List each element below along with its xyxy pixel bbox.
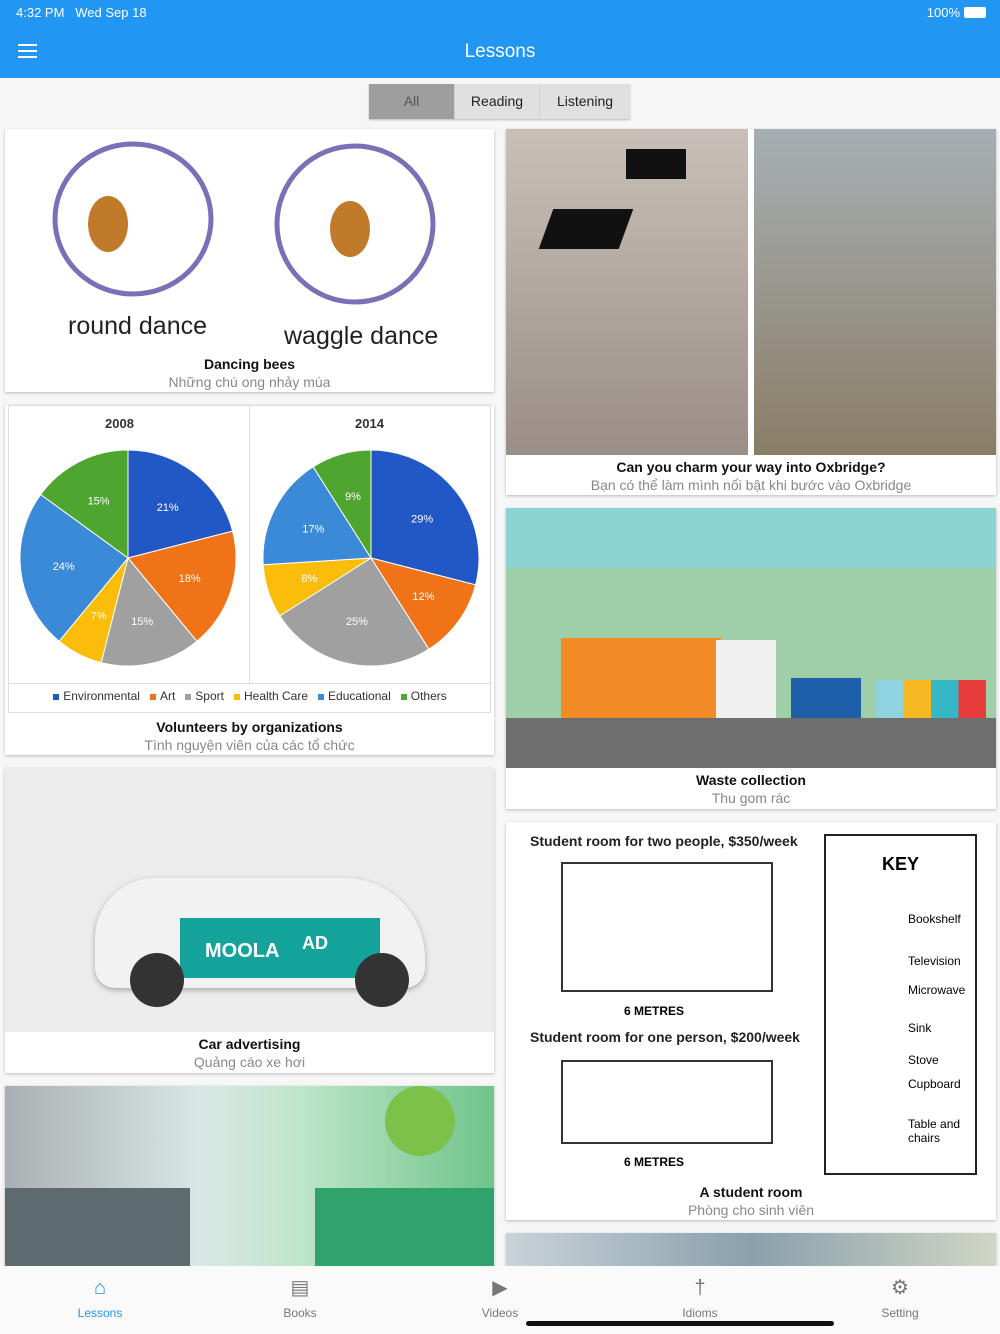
filter-segmented-control: All Reading Listening	[369, 84, 630, 119]
battery-icon	[964, 7, 986, 18]
room-heading-two: Student room for two people, $350/week	[530, 833, 798, 849]
legend-item: Art	[149, 689, 175, 703]
waggle-dance-label: waggle dance	[284, 322, 439, 350]
pie-slice-environmental	[370, 449, 480, 586]
lesson-card-student-room[interactable]: Student room for two people, $350/week 6…	[506, 822, 996, 1220]
chart-title-2008: 2008	[105, 416, 134, 431]
pie-data-label: 9%	[345, 491, 361, 503]
pie-data-label: 18%	[179, 573, 201, 585]
filter-all[interactable]: All	[369, 84, 455, 119]
tab-books[interactable]: ▤Books	[240, 1276, 360, 1320]
pie-data-label: 8%	[301, 573, 317, 585]
menu-icon[interactable]	[18, 44, 37, 58]
battery-level: 100%	[926, 5, 960, 20]
videos-icon: ▶	[492, 1277, 508, 1299]
pie-slice-sport	[279, 557, 430, 667]
chart-title-2014: 2014	[355, 416, 384, 431]
pie-data-label: 12%	[412, 591, 434, 603]
pie-data-label: 15%	[131, 616, 153, 628]
tab-lessons[interactable]: ⌂Lessons	[40, 1276, 160, 1320]
legend-item: Environmental	[53, 689, 140, 703]
pie-slice-educational	[19, 493, 129, 642]
pie-data-label: 21%	[157, 502, 179, 514]
legend-item: Others	[400, 689, 447, 703]
filter-listening[interactable]: Listening	[540, 84, 630, 119]
lesson-card-oxbridge[interactable]: Can you charm your way into Oxbridge?Bạn…	[506, 129, 996, 495]
oxbridge-image	[506, 129, 996, 455]
waste-image	[506, 508, 996, 768]
car-image: MOOLA AD	[5, 768, 494, 1032]
lesson-card-volunteers[interactable]: 2008 2014 21% 18% 15% 7% 24% 15% 29% 12% 25% 8% 17…	[5, 405, 494, 755]
metres-label: 6 METRES	[624, 1004, 685, 1018]
key-box: KEY Bookshelf Television Microwave Sink …	[824, 834, 977, 1175]
tab-videos[interactable]: ▶Videos	[440, 1276, 560, 1320]
lesson-card-environment[interactable]	[5, 1086, 494, 1266]
tab-setting[interactable]: ⚙Setting	[840, 1276, 960, 1320]
page-title: Lessons	[464, 41, 536, 62]
bottom-tab-bar: ⌂Lessons ▤Books ▶Videos †Idioms ⚙Setting	[0, 1266, 1000, 1334]
app-header: 4:32 PM Wed Sep 18 100% Lessons	[0, 0, 1000, 78]
gear-icon: ⚙	[891, 1277, 909, 1299]
filter-reading[interactable]: Reading	[455, 84, 540, 119]
pie-slice-educational	[262, 466, 372, 566]
bees-image	[52, 141, 436, 305]
pie-data-label: 25%	[346, 616, 368, 628]
metres-label: 6 METRES	[624, 1155, 685, 1169]
person-icon: †	[694, 1277, 706, 1299]
pie-slice-art	[369, 557, 477, 650]
pie-charts: 21% 18% 15% 7% 24% 15% 29% 12% 25% 8% 17% 9%	[19, 449, 480, 667]
lesson-card-partial[interactable]	[506, 1233, 996, 1266]
home-icon: ⌂	[93, 1277, 107, 1299]
pie-slice-sport	[100, 556, 198, 667]
pie-slice-others	[312, 449, 372, 560]
status-time: 4:32 PM Wed Sep 18	[16, 5, 147, 20]
legend-item: Health Care	[233, 689, 308, 703]
home-indicator	[526, 1321, 834, 1326]
chart-legend: Environmental Art Sport Health Care Educatio…	[5, 689, 494, 703]
room-heading-one: Student room for one person, $200/week	[530, 1029, 800, 1045]
pie-data-label: 17%	[302, 524, 324, 536]
card-caption: Can you charm your way into Oxbridge?Bạn…	[590, 459, 912, 493]
pie-slice-environmental	[127, 449, 234, 559]
tab-idioms[interactable]: †Idioms	[640, 1276, 760, 1320]
legend-item: Sport	[185, 689, 224, 703]
pie-data-label: 15%	[88, 495, 110, 507]
pie-data-label: 24%	[53, 561, 75, 573]
pie-data-label: 7%	[91, 611, 107, 623]
legend-item: Educational	[318, 689, 391, 703]
pie-slice-others	[39, 449, 129, 559]
books-icon: ▤	[290, 1277, 310, 1299]
round-dance-label: round dance	[68, 312, 208, 340]
pie-slice-art	[127, 530, 237, 642]
pie-data-label: 29%	[411, 513, 433, 525]
